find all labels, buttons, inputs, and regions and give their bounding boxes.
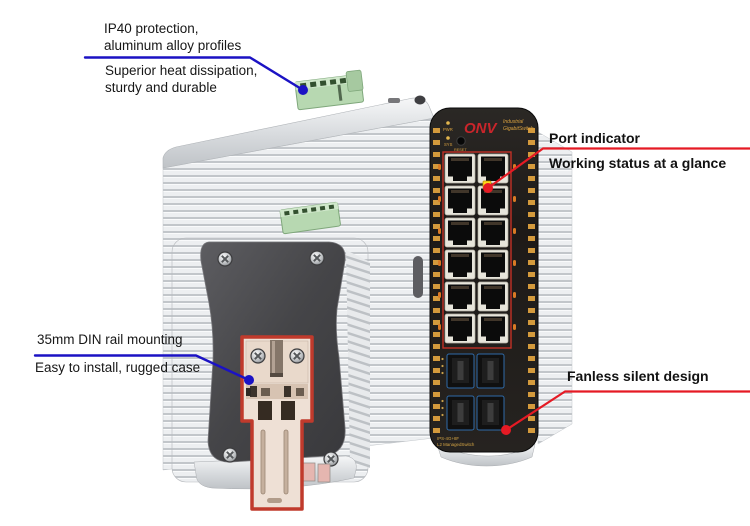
leader-dot-protection	[298, 85, 308, 95]
rj45-port	[477, 313, 509, 344]
leader-lines	[33, 56, 750, 435]
sfp-cage-group	[441, 353, 505, 431]
callout-line: sturdy and durable	[105, 80, 217, 95]
model-text-1: IPS-4G+8F	[437, 436, 459, 441]
din-switch-fins-right	[346, 250, 370, 468]
callout-line: aluminum alloy profiles	[104, 38, 242, 53]
sfp-cage	[476, 353, 505, 389]
sys-led-label: SYS	[444, 142, 453, 147]
top-small-part	[388, 98, 400, 103]
model-text-2: L2 ManagedSwitch	[437, 442, 475, 447]
din-rail-clip-inset	[240, 335, 314, 511]
rj45-port	[477, 185, 509, 216]
rj45-port	[444, 153, 476, 184]
panel-base	[436, 443, 536, 467]
clip-center-tab	[270, 340, 283, 377]
rj45-port	[444, 313, 476, 344]
callout-line: Superior heat dissipation,	[105, 63, 258, 78]
sys-led	[446, 136, 450, 140]
pwr-led-label: PWR	[443, 127, 453, 132]
screw	[250, 348, 266, 364]
ground-screw	[414, 95, 426, 105]
rj45-port	[477, 217, 509, 248]
reset-button	[456, 136, 466, 146]
rj45-port	[444, 217, 476, 248]
leader-fanless	[504, 390, 750, 432]
leader-protection	[83, 56, 305, 92]
brand-logo: ONV	[464, 120, 499, 137]
leader-dot-fanless	[501, 425, 511, 435]
port-number-marks	[438, 164, 516, 330]
panel-title-1: Industrial	[503, 119, 524, 125]
rj45-port	[477, 281, 509, 312]
leader-din	[33, 354, 251, 382]
callout-line: IP40 protection,	[104, 21, 199, 36]
rj45-port-grid	[438, 151, 516, 349]
callout-fanless-title: Fanless silent design	[567, 368, 709, 384]
callout-din-subtitle: Easy to install, rugged case	[35, 360, 201, 375]
rj45-port	[444, 281, 476, 312]
rj45-port	[444, 249, 476, 280]
connector-stub	[317, 463, 331, 483]
sfp-cage	[476, 395, 505, 431]
rj45-port	[444, 185, 476, 216]
callout-port-indicator-title: Port indicator	[549, 130, 641, 146]
callout-protection-title: IP40 protection, aluminum alloy profiles	[104, 20, 241, 54]
callout-din-title: 35mm DIN rail mounting	[37, 332, 183, 347]
screw	[217, 251, 233, 267]
side-slot	[413, 256, 423, 298]
terminal-block-front-unit	[279, 201, 341, 235]
sfp-cage	[446, 395, 475, 431]
connector-stub	[302, 462, 316, 482]
terminal-block-top	[294, 69, 364, 111]
top-cover	[162, 97, 435, 169]
callout-port-indicator-subtitle: Working status at a glance	[549, 155, 727, 171]
leader-port	[486, 147, 750, 190]
reset-label: RESET	[454, 148, 467, 152]
panel-title-2: GigabitSwitch	[503, 126, 534, 132]
pwr-led	[446, 121, 450, 125]
screw	[309, 250, 325, 266]
sfp-cage	[446, 353, 475, 389]
screw	[289, 348, 305, 364]
rj45-port	[477, 153, 509, 184]
rj45-port	[477, 249, 509, 280]
callout-protection-subtitle: Superior heat dissipation, sturdy and du…	[105, 62, 257, 96]
screw	[222, 447, 238, 463]
leader-dot-port	[483, 183, 493, 193]
sfp-led-dots	[441, 357, 444, 417]
din-switch	[171, 201, 370, 511]
leader-dot-din	[244, 375, 254, 385]
front-panel: PWR SYS RESET ONV Industrial GigabitSwit…	[429, 107, 539, 453]
